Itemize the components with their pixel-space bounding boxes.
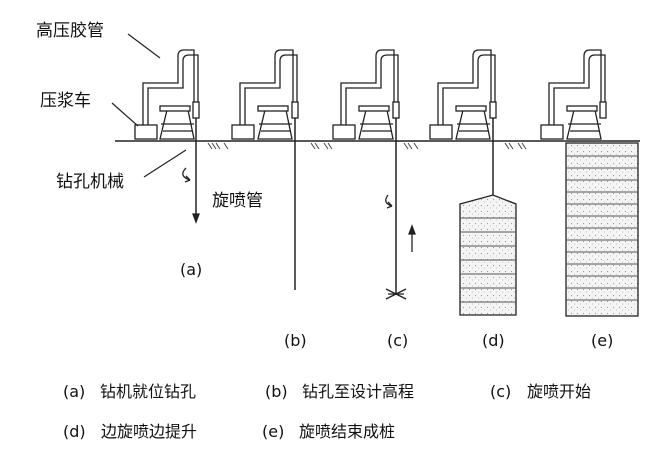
caption-d-text: 边旋喷边提升: [101, 422, 197, 441]
label-high-pressure-hose: 高压胶管: [36, 21, 104, 41]
stage-d-equipment: [429, 49, 497, 200]
grout-truck-a: [134, 124, 158, 140]
caption-c-text: 旋喷开始: [527, 382, 591, 401]
stage-b-equipment: [231, 49, 299, 290]
stage-letter-d: (d): [482, 331, 505, 350]
grout-pile-e: [565, 142, 639, 317]
caption-e-text: 旋喷结束成桩: [299, 422, 395, 441]
label-grout-truck: 压浆车: [40, 91, 91, 111]
caption-c-letter: (c): [490, 382, 511, 401]
stage-c-equipment: [332, 49, 416, 300]
caption-b-text: 钻孔至设计高程: [302, 382, 414, 401]
stage-letter-a: (a): [180, 260, 202, 279]
label-drilling-machine: 钻孔机械: [56, 172, 124, 192]
stage-e-equipment: [540, 49, 607, 140]
leader-lines: [111, 33, 187, 178]
stage-letter-b: (b): [284, 331, 307, 350]
grout-column-d: [459, 194, 517, 316]
caption-a-letter: (a): [63, 382, 85, 401]
caption-e-letter: (e): [262, 422, 284, 441]
stage-letter-c: (c): [387, 331, 408, 350]
soil-hatch-marks: [207, 142, 527, 150]
stage-letter-e: (e): [591, 331, 613, 350]
label-jet-pipe: 旋喷管: [212, 191, 263, 211]
caption-b-letter: (b): [265, 382, 288, 401]
caption-d-letter: (d): [63, 422, 86, 441]
hose-a: [142, 49, 195, 125]
stage-a-equipment: [134, 49, 200, 224]
caption-a-text: 钻机就位钻孔: [100, 382, 196, 401]
